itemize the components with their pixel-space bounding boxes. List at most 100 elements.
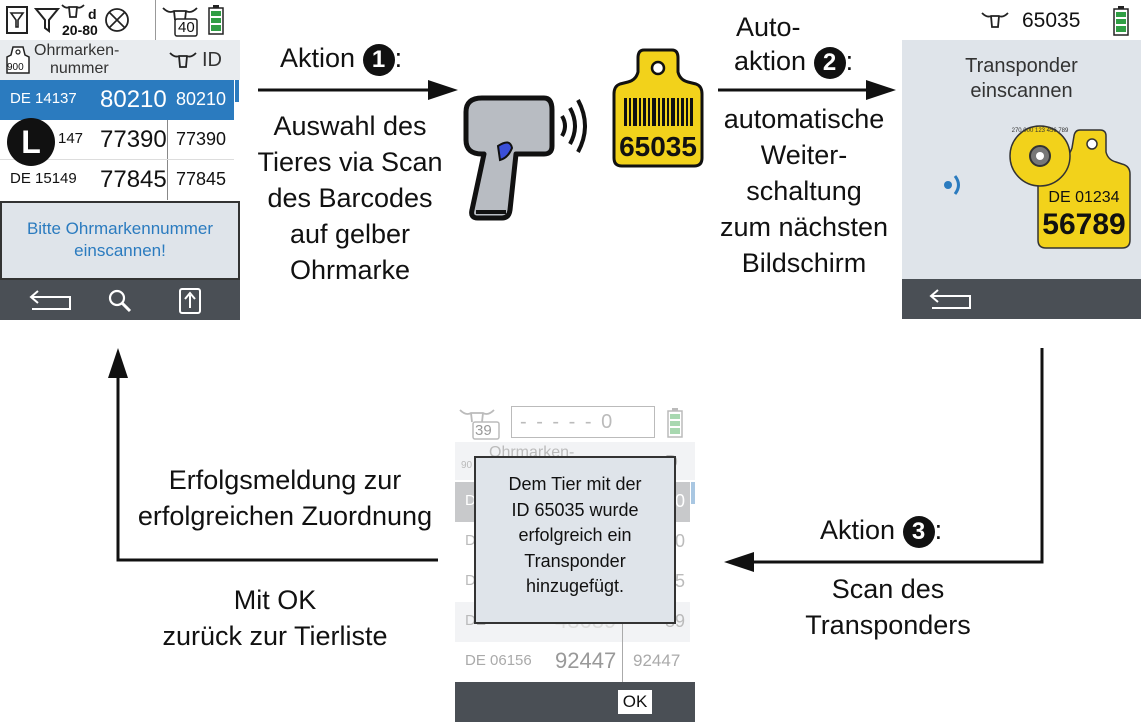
scan-prompt-message: Bitte Ohrmarkennummer einscannen! (0, 201, 240, 280)
yellow-ear-tag-icon: 65035 (612, 48, 704, 168)
row-id-faded: 0 (675, 491, 686, 511)
description-line: Ohrmarke (289, 255, 411, 285)
day-range-label: 20-80 (62, 22, 98, 38)
day-label: d (88, 6, 97, 22)
popup-line: hinzugefügt. (525, 576, 625, 596)
barcode-scanner-icon (463, 95, 587, 221)
search-icon[interactable] (107, 288, 133, 314)
no-milking-icon (105, 8, 129, 32)
arrow-right (258, 80, 458, 100)
row-id: 92447 (633, 651, 681, 670)
side-marker: L (7, 118, 55, 166)
filter-tag-icon (6, 6, 28, 34)
step2-title-text: aktion (734, 46, 807, 76)
row-id: 80210 (176, 89, 227, 109)
step4-description: Erfolgsmeldung zur erfolgreichen Zuordnu… (110, 462, 460, 534)
table-row[interactable]: D 0 (455, 522, 690, 562)
screen-animal-list: d 20-80 40 900 Ohrmarken- nummer (0, 0, 240, 320)
id-input-value: - - - - - 0 (520, 411, 615, 433)
step3-title-text: Aktion (820, 515, 896, 545)
table-row[interactable]: DE 06156 92447 92447 (455, 642, 690, 682)
description-line: schaltung (746, 176, 862, 206)
row-id-faded: 5 (675, 571, 686, 591)
scanner-tag-number: 65035 (619, 131, 697, 162)
row-number: 77390 (100, 126, 167, 153)
popup-line: erfolgreich ein (518, 525, 632, 545)
screen-transponder-scan: Transponder einscannen 270 000 123 456 7… (902, 40, 1141, 319)
row-prefix: DE 15149 (10, 170, 77, 187)
description-line: Auswahl des (273, 111, 427, 141)
row-prefix: 147 (58, 130, 84, 147)
row-number: 77845 (100, 166, 167, 193)
step-number-badge: 1 (362, 43, 395, 76)
current-animal-id: 65035 (1022, 9, 1081, 32)
battery-icon (667, 408, 683, 438)
description-line: zum nächsten (719, 212, 889, 242)
step1-title-text: Aktion (280, 43, 356, 73)
filter-icon (34, 8, 60, 33)
step5-description: Mit OK zurück zur Tierliste (130, 582, 420, 654)
description-line: erfolgreichen Zuordnung (137, 501, 433, 531)
row-number: 80210 (100, 86, 167, 113)
description-line: Scan des (831, 574, 945, 604)
title-line: Transponder (965, 55, 1078, 77)
step1-title: Aktion 1: (280, 40, 450, 76)
cow-count: 39 (475, 422, 492, 439)
step2-title-line2: aktion 2: (718, 44, 898, 79)
cow-head-icon (981, 12, 1009, 28)
step-number-badge: 2 (813, 46, 846, 79)
table-row[interactable]: DE 15149 77845 77845 (0, 160, 234, 200)
transponder-tag-number: 56789 (1042, 208, 1125, 241)
wireless-signal-icon (944, 175, 960, 195)
step2-title: Auto- aktion 2: (718, 10, 898, 79)
description-line: zurück zur Tierliste (162, 621, 388, 651)
scrollbar[interactable] (235, 80, 239, 102)
step2-description: automatische Weiter- schaltung zum nächs… (704, 101, 904, 281)
screen-title: Transponder einscannen (902, 54, 1141, 104)
description-line: Mit OK (233, 585, 317, 615)
battery-icon (1113, 6, 1129, 36)
step3-title: Aktion 3: (820, 512, 980, 548)
scrollbar[interactable] (691, 482, 695, 504)
description-line: Transponders (805, 610, 971, 640)
table-row[interactable]: D 5 (455, 562, 690, 602)
message-line: einscannen! (74, 241, 166, 260)
row-prefix-faded: D (465, 532, 476, 549)
back-icon[interactable] (928, 288, 974, 312)
row-id: 77845 (176, 169, 227, 189)
step2-title-line1: Auto- (736, 12, 801, 42)
arrow-up (108, 348, 438, 562)
description-line: auf gelber (289, 219, 411, 249)
screen-success: 39 - - - - - 0 90 Ohrmarken- D DE 0 D 0 … (455, 402, 695, 722)
description-line: des Barcodes (267, 183, 433, 213)
step1-colon: : (394, 43, 403, 73)
description-line: Weiter- (760, 140, 848, 170)
upload-icon[interactable] (178, 287, 202, 315)
ok-button[interactable]: OK (618, 690, 652, 714)
status-bar: d 20-80 40 (0, 0, 240, 41)
step1-description: Auswahl des Tieres via Scan des Barcodes… (250, 108, 450, 288)
step3-description: Scan des Transponders (778, 571, 998, 643)
message-line: Bitte Ohrmarkennummer (26, 219, 214, 238)
row-number: 92447 (555, 648, 617, 673)
ear-tag-badge: 90 (461, 460, 473, 471)
transponder-digits: 270 000 123 456 789 (1012, 128, 1069, 134)
cow-count-icon (459, 409, 500, 440)
cow-head-icon (169, 52, 197, 68)
row-divider (0, 159, 234, 160)
bottom-bar (0, 280, 240, 320)
arrow-right (718, 80, 896, 100)
arrow-left (724, 348, 1044, 572)
row-prefix: DE 06156 (465, 652, 532, 669)
id-input-field[interactable]: - - - - - 0 (511, 406, 655, 438)
row-prefix: DE 14137 (10, 90, 77, 107)
table-row-selected[interactable]: DE 14137 80210 80210 (0, 80, 234, 120)
bottom-bar (902, 279, 1141, 319)
popup-line: ID 65035 wurde (511, 499, 639, 520)
step3-colon: : (934, 515, 943, 545)
column-divider (167, 120, 168, 200)
cow-count-icon (162, 7, 198, 37)
column-header-tag-line1: Ohrmarken- (34, 42, 120, 59)
back-icon[interactable] (28, 289, 74, 313)
ear-tag-icon (6, 46, 30, 74)
